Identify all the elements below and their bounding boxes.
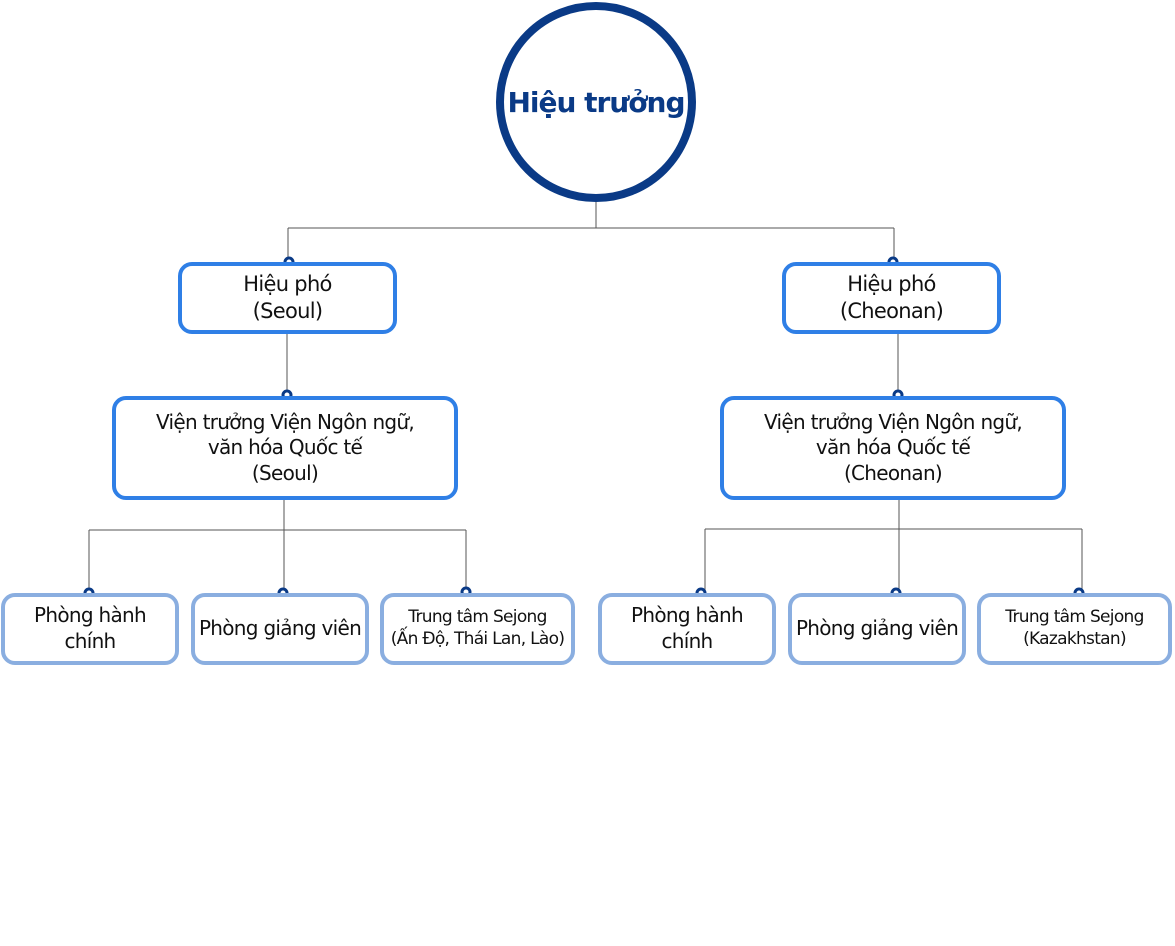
node-label-line: (Seoul) [252, 299, 323, 323]
node-label-line: (Seoul) [251, 460, 319, 485]
node-label-line: văn hóa Quốc tế [207, 435, 363, 460]
node-label-line: Hiệu phó [243, 272, 332, 297]
cheonan-units-connector [704, 499, 1083, 592]
institute-director-cheonan: Viện trưởng Viện Ngôn ngữ, văn hóa Quốc … [720, 396, 1066, 500]
principal-title: Hiệu trưởng [507, 85, 685, 119]
node-label-line: (Cheonan) [843, 460, 943, 485]
institute-director-seoul: Viện trưởng Viện Ngôn ngữ, văn hóa Quốc … [112, 396, 458, 500]
node-label-line: (Ấn Độ, Thái Lan, Lào) [390, 629, 565, 649]
principal-node: Hiệu trưởng [496, 2, 696, 202]
node-label-line: Phòng hành [631, 603, 744, 628]
faculty-office-seoul: Phòng giảng viên [191, 593, 369, 665]
admin-office-cheonan: Phòng hành chính [598, 593, 776, 665]
node-label-line: (Kazakhstan) [1023, 629, 1127, 649]
node-label-line: Trung tâm Sejong [1005, 607, 1144, 628]
sejong-center-seoul: Trung tâm Sejong (Ấn Độ, Thái Lan, Lào) [380, 593, 575, 665]
seoul-units-connector [88, 499, 467, 592]
node-label-line: Viện trưởng Viện Ngôn ngữ, [763, 409, 1023, 434]
node-label-line: (Cheonan) [839, 299, 944, 323]
node-label-line: Viện trưởng Viện Ngôn ngữ, [155, 409, 415, 434]
node-label-line: Phòng giảng viên [198, 616, 362, 641]
sejong-center-cheonan: Trung tâm Sejong (Kazakhstan) [977, 593, 1172, 665]
node-label-line: Phòng giảng viên [795, 616, 959, 641]
node-label-line: văn hóa Quốc tế [815, 435, 971, 460]
node-label-line: chính [661, 629, 713, 653]
root-connector [287, 194, 895, 262]
faculty-office-cheonan: Phòng giảng viên [788, 593, 966, 665]
admin-office-seoul: Phòng hành chính [1, 593, 179, 665]
vice-principal-cheonan: Hiệu phó (Cheonan) [782, 262, 1001, 334]
node-label-line: Phòng hành [34, 603, 147, 628]
node-label-line: Trung tâm Sejong [408, 607, 547, 628]
vice-principal-seoul: Hiệu phó (Seoul) [178, 262, 397, 334]
node-label-line: Hiệu phó [847, 272, 936, 297]
node-label-line: chính [64, 629, 116, 653]
